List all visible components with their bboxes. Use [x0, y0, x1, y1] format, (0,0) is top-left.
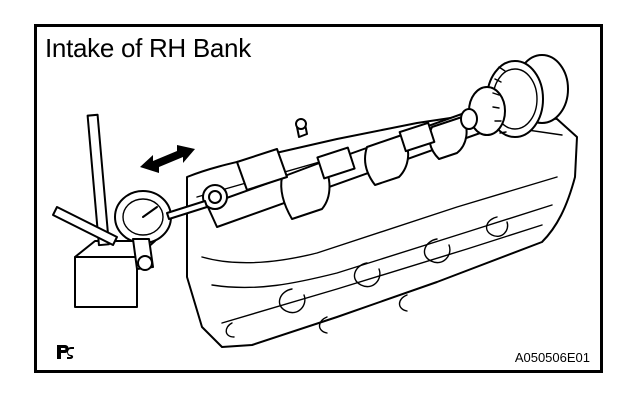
publisher-logo-icon: [57, 345, 74, 359]
illustration-frame: Intake of RH Bank A050506E01: [34, 24, 603, 373]
diagram-title: Intake of RH Bank: [45, 33, 251, 63]
camshaft-thrust-clearance-drawing: [52, 54, 578, 359]
dial-indicator: [52, 113, 208, 308]
figure-code: A050506E01: [514, 350, 590, 365]
camshaft-timing-gear: [460, 54, 569, 138]
movement-arrow: [140, 145, 195, 173]
camshaft: [202, 104, 498, 228]
